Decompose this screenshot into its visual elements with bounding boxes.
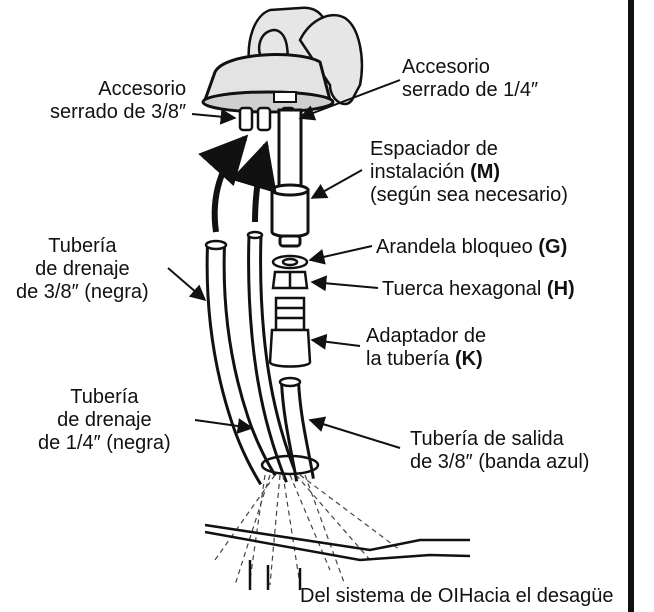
label-line: Accesorio bbox=[402, 56, 490, 78]
faucet-tube bbox=[277, 108, 303, 192]
label-outlet-3-8: Tubería de salida de 3/8″ (banda azul) bbox=[410, 428, 589, 474]
lock-washer bbox=[271, 254, 309, 270]
footer-to-drain: Hacia el desagüe bbox=[458, 585, 614, 607]
label-text: Arandela bloqueo bbox=[376, 236, 539, 258]
page-edge-bar bbox=[628, 0, 634, 612]
label-line: serrado de 3/8″ bbox=[50, 101, 187, 123]
hex-nut bbox=[271, 270, 309, 290]
label-line: de 3/8″ (negra) bbox=[16, 281, 149, 303]
label-line: Tubería de salida bbox=[410, 428, 564, 450]
part-code: (H) bbox=[546, 278, 575, 300]
label-spacer: Espaciador de instalación (M) (según sea… bbox=[370, 138, 568, 207]
label-text: Tuerca hexagonal bbox=[382, 278, 547, 300]
label-line: de drenaje bbox=[35, 258, 130, 280]
leader-lines bbox=[167, 79, 401, 449]
label-line: Accesorio bbox=[98, 78, 187, 100]
countertop-hole bbox=[260, 454, 320, 476]
part-code: (K) bbox=[454, 348, 483, 370]
label-lock-washer: Arandela bloqueo (G) bbox=[376, 236, 567, 259]
label-hex-nut: Tuerca hexagonal (H) bbox=[382, 278, 575, 301]
tube-adapter bbox=[268, 296, 312, 368]
outlet-tube-3-8 bbox=[278, 376, 315, 482]
footer-from-ro-system: Del sistema de OI bbox=[300, 585, 459, 607]
label-line: (según sea necesario) bbox=[370, 184, 568, 206]
countertop-lines bbox=[204, 523, 471, 590]
label-text: instalación bbox=[370, 161, 471, 183]
drain-tube-1-4 bbox=[246, 230, 299, 483]
label-line: de 1/4″ (negra) bbox=[38, 432, 171, 454]
part-code: (G) bbox=[538, 236, 568, 258]
part-code: (M) bbox=[470, 161, 501, 183]
flow-arrows bbox=[198, 134, 277, 233]
label-fitting-1-4: Accesorio serrado de 1/4″ bbox=[402, 56, 538, 102]
label-fitting-3-8: Accesorio serrado de 3/8″ bbox=[50, 78, 186, 124]
label-tube-adapter: Adaptador de la tubería (K) bbox=[366, 325, 486, 371]
drain-tube-3-8 bbox=[204, 239, 277, 486]
footer-caption: Del sistema de OIHacia el desagüe bbox=[300, 585, 614, 608]
label-line: Espaciador de bbox=[370, 138, 498, 160]
label-line: la tubería (K) bbox=[366, 348, 486, 371]
faucet-base bbox=[201, 53, 335, 114]
label-drain-1-4: Tubería de drenaje de 1/4″ (negra) bbox=[38, 386, 171, 455]
label-line: de drenaje bbox=[57, 409, 152, 431]
label-drain-3-8: Tubería de drenaje de 3/8″ (negra) bbox=[16, 235, 149, 304]
label-line: instalación (M) bbox=[370, 161, 568, 184]
label-line: Tubería bbox=[70, 386, 139, 408]
label-line: Tubería bbox=[48, 235, 117, 257]
label-line: serrado de 1/4″ bbox=[402, 79, 539, 101]
label-line: Adaptador de bbox=[366, 325, 487, 347]
installation-spacer bbox=[270, 183, 310, 248]
label-text: la tubería bbox=[366, 348, 455, 370]
label-line: de 3/8″ (banda azul) bbox=[410, 451, 590, 473]
